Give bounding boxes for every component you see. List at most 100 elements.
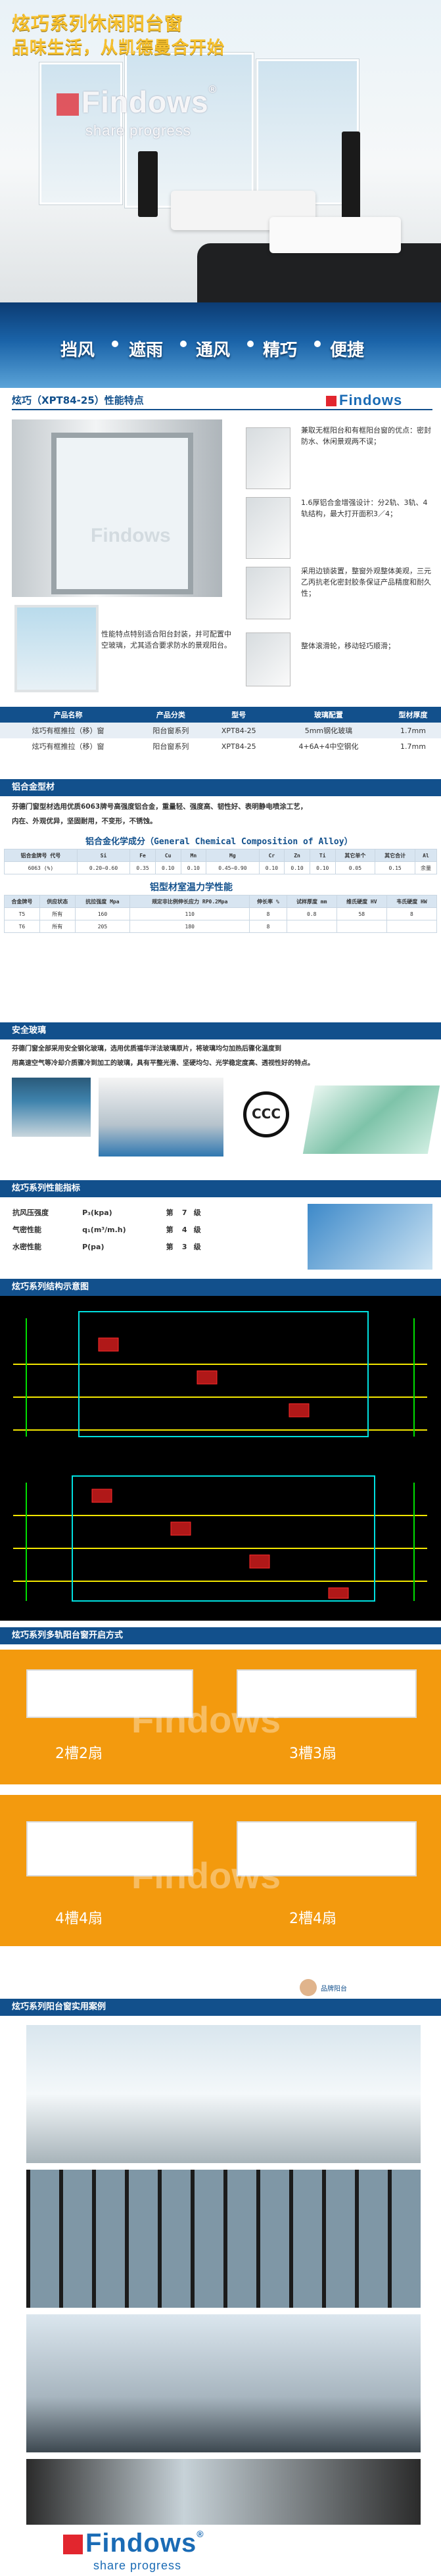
table-cell: 炫巧有框推拉（移）窗	[0, 723, 137, 738]
track-2x4	[237, 1821, 417, 1876]
table-cell: 180	[129, 920, 250, 933]
col-header: 试样厚度 mm	[286, 895, 337, 908]
product-table-section: 产品名称 产品分类 型号 玻璃配置 型材厚度 炫巧有框推拉（移）窗 阳台窗系列 …	[0, 707, 441, 759]
table-cell: 8	[386, 907, 438, 920]
table-cell: 余量	[414, 861, 438, 874]
table-cell: 0.15	[375, 861, 415, 874]
features-underline	[12, 409, 432, 410]
table-cell: 0.45~0.90	[206, 861, 260, 874]
alloy-desc-1: 芬德门窗型材选用优质6063牌号高强度铝合金，重量轻、强度高、韧性好、表明静电喷…	[12, 803, 308, 811]
table-row: 炫巧有框推拉（移）窗 阳台窗系列 XPT84-25 4+6A+4中空钢化 1.7…	[0, 738, 441, 754]
logo-mark-icon	[57, 93, 79, 116]
footer-logo-reg: ®	[197, 2529, 204, 2539]
table-cell	[336, 920, 387, 933]
table-cell: 4	[181, 1225, 187, 1234]
features-title: 炫巧（XPT84-25）性能特点	[12, 394, 144, 406]
col-header: Ti	[309, 849, 336, 862]
col-header: Fe	[129, 849, 156, 862]
window-photo	[14, 605, 99, 692]
table-cell: 0.20~0.60	[76, 861, 131, 874]
track-label-2x4: 2槽4扇	[289, 1911, 337, 1927]
hero-title-line2: 品味生活，从凯德曼合开始	[12, 38, 225, 58]
table-cell: 8	[249, 907, 287, 920]
keyword-dot-icon	[112, 341, 118, 347]
track-3x3	[237, 1669, 417, 1718]
feature-thumb-2	[246, 497, 290, 559]
table-row: T6 所有 205 180 8	[4, 920, 438, 933]
table-cell: T6	[4, 920, 40, 933]
profile-watermark: Findows	[91, 525, 171, 546]
col-header: 维氏硬度 HV	[336, 895, 387, 908]
footer-logo: Findows®	[63, 2529, 204, 2558]
table-cell: 级	[193, 1208, 201, 1217]
hero-speaker-left	[138, 151, 158, 217]
table-cell: 110	[129, 907, 250, 920]
col-header: 供应状态	[39, 895, 76, 908]
footer-logo-sub: share progress	[93, 2559, 182, 2572]
cases-section-title: 炫巧系列阳台窗实用案例	[0, 1999, 441, 2016]
glass-section: 安全玻璃 芬德门窗全部采用安全钢化玻璃，选用优质福华洋法玻璃原片，将玻璃均匀加热…	[0, 1022, 441, 1180]
feature-item-5: 性能特点特别适合阳台封装，并可配置中空玻璃，尤其适合要求防水的景观阳台。	[101, 630, 231, 650]
weather-illustration	[308, 1204, 432, 1270]
glass-section-title: 安全玻璃	[0, 1022, 441, 1039]
case-photo-corner	[26, 2459, 421, 2525]
structure-section-title: 炫巧系列结构示意图	[0, 1279, 441, 1296]
table-cell: 0.05	[335, 861, 376, 874]
table-cell: 级	[193, 1243, 201, 1251]
table-row: 水密性能 P(pa) 第 3 级	[12, 1238, 209, 1255]
table-cell: 0.10	[284, 861, 310, 874]
table-row: T5 所有 160 110 8 0.8 58 8	[4, 907, 438, 920]
col-header: 型号	[205, 707, 272, 723]
col-header: 铝合金牌号 代号	[4, 849, 78, 862]
col-header: 型材厚度	[384, 707, 441, 723]
table-cell	[386, 920, 438, 933]
hero-window-left	[39, 62, 122, 204]
keyword-dot-icon	[247, 341, 254, 347]
case-photo-sunroom	[26, 2025, 421, 2163]
track-label-2x2: 2槽2扇	[55, 1746, 103, 1762]
table-cell: 炫巧有框推拉（移）窗	[32, 742, 104, 751]
factory-photo	[12, 1078, 91, 1137]
table-cell: 5mm钢化玻璃	[271, 723, 385, 738]
keyword-1: 挡风	[60, 341, 95, 360]
table-cell: 抗风压强度	[12, 1208, 49, 1217]
col-header: Cu	[154, 849, 181, 862]
chem-table-header: 铝合金牌号 代号 Si Fe Cu Mn Mg Cr Zn Ti 其它单个 其它…	[4, 849, 438, 862]
col-header: Mg	[206, 849, 260, 862]
feature-item-1: 兼取无框阳台和有框阳台窗的优点：密封防水、休闲景观两不误；	[301, 426, 431, 446]
table-cell: T5	[4, 907, 40, 920]
profile-glass	[51, 433, 193, 594]
track-2x2	[26, 1669, 193, 1718]
mech-table-header: 合金牌号 供应状态 抗拉强度 Mpa 规定非比例伸长应力 RP0.2Mpa 伸长…	[4, 895, 438, 908]
alloy-desc-2: 内在、外观优异，坚固耐用，不变形，不锈蚀。	[12, 817, 157, 825]
feature-item-4: 整体滚滑轮，移动轻巧顺滑；	[301, 642, 395, 650]
table-cell: 所有	[39, 920, 76, 933]
feature-thumb-1	[246, 427, 290, 489]
hero-logo: Findows®	[57, 84, 217, 120]
keyword-2: 遮雨	[129, 341, 164, 360]
col-header: Mn	[180, 849, 207, 862]
table-cell: 4+6A+4中空钢化	[298, 742, 359, 751]
track-label-4x4: 4槽4扇	[55, 1911, 103, 1927]
table-cell: 58	[336, 907, 387, 920]
table-cell: 3	[181, 1242, 187, 1251]
table-cell: 水密性能	[12, 1243, 41, 1251]
mech-table: 合金牌号 供应状态 抗拉强度 Mpa 规定非比例伸长应力 RP0.2Mpa 伸长…	[4, 895, 438, 933]
structure-section: 炫巧系列结构示意图	[0, 1279, 441, 1621]
features-section: 炫巧（XPT84-25）性能特点 Findows Findows 性能特点特别适…	[0, 388, 441, 704]
col-header: 韦氏硬度 HW	[386, 895, 438, 908]
feature-item-3: 采用边锁装置，整窗外观整体美观，三元乙丙抗老化密封胶条保证产品精度和耐久性；	[301, 567, 431, 598]
alloy-section: 铝合金型材 芬德门窗型材选用优质6063牌号高强度铝合金，重量轻、强度高、韧性好…	[0, 779, 441, 996]
table-cell: 1.7mm	[384, 723, 441, 738]
table-cell: 气密性能	[12, 1226, 41, 1234]
structure-diagram-1	[13, 1311, 427, 1437]
performance-section: 炫巧系列性能指标 抗风压强度 P₃(kpa) 第 7 级 气密性能 q₁(m³/…	[0, 1180, 441, 1272]
table-cell: 0.10	[154, 861, 181, 874]
table-cell: XPT84-25	[221, 742, 256, 751]
product-table: 产品名称 产品分类 型号 玻璃配置 型材厚度 炫巧有框推拉（移）窗 阳台窗系列 …	[0, 707, 441, 754]
table-row: 6063 (%) 0.20~0.60 0.35 0.10 0.10 0.45~0…	[4, 861, 438, 874]
case-badge: 品牌阳台	[300, 1979, 347, 1996]
mech-title: 铝型材室温力学性能	[150, 882, 233, 893]
col-header: Cr	[258, 849, 285, 862]
table-cell: 第	[166, 1226, 174, 1234]
